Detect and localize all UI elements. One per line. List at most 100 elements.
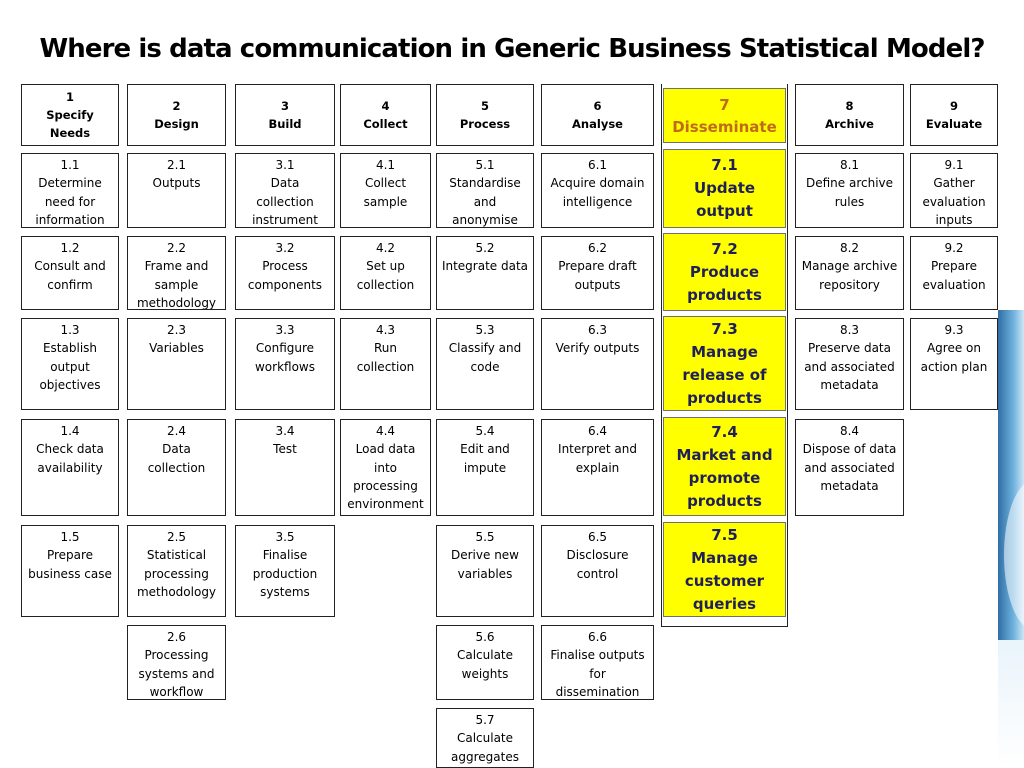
subprocess-6-1-label: 6.1 Acquire domain intelligence (550, 158, 645, 209)
subprocess-5-3: 5.3 Classify and code (436, 318, 534, 410)
subprocess-4-2-label: 4.2 Set up collection (356, 241, 415, 292)
subprocess-8-4-label: 8.4 Dispose of data and associated metad… (802, 424, 897, 493)
phase-8-header: 8 Archive (795, 84, 904, 146)
subprocess-2-2-label: 2.2 Frame and sample methodology (136, 241, 217, 310)
subprocess-5-4-label: 5.4 Edit and impute (460, 424, 510, 475)
subprocess-1-5-label: 1.5 Prepare business case (28, 530, 112, 581)
subprocess-5-5: 5.5 Derive new variables (436, 525, 534, 617)
phase-2-header-label: 2 Design (154, 99, 199, 131)
subprocess-7-4: 7.4 Market and promote products (663, 417, 786, 516)
phase-8-header-label: 8 Archive (825, 99, 874, 131)
subprocess-2-4: 2.4 Data collection (127, 419, 226, 516)
subprocess-8-3-label: 8.3 Preserve data and associated metadat… (804, 323, 895, 392)
subprocess-1-2-label: 1.2 Consult and confirm (34, 241, 106, 292)
subprocess-5-7-label: 5.7 Calculate aggregates (451, 713, 519, 764)
subprocess-4-4-label: 4.4 Load data into processing environmen… (347, 424, 424, 512)
subprocess-9-2: 9.2 Prepare evaluation (910, 236, 998, 310)
subprocess-7-4-label: 7.4 Market and promote products (676, 422, 773, 510)
subprocess-2-5-label: 2.5 Statistical processing methodology (136, 530, 217, 599)
subprocess-5-1-label: 5.1 Standardise and anonymise (449, 158, 521, 227)
subprocess-2-1-label: 2.1 Outputs (152, 158, 201, 191)
subprocess-6-2: 6.2 Prepare draft outputs (541, 236, 654, 310)
phase-9-header-label: 9 Evaluate (925, 99, 983, 131)
subprocess-1-4: 1.4 Check data availability (21, 419, 119, 516)
subprocess-4-4: 4.4 Load data into processing environmen… (340, 419, 431, 516)
subprocess-1-3-label: 1.3 Establish output objectives (39, 323, 101, 392)
subprocess-5-2: 5.2 Integrate data (436, 236, 534, 310)
subprocess-1-2: 1.2 Consult and confirm (21, 236, 119, 310)
subprocess-3-3: 3.3 Configure workflows (235, 318, 335, 410)
subprocess-6-5: 6.5 Disclosure control (541, 525, 654, 617)
subprocess-8-2-label: 8.2 Manage archive repository (801, 241, 898, 292)
subprocess-4-3-label: 4.3 Run collection (356, 323, 415, 374)
subprocess-9-3-label: 9.3 Agree on action plan (920, 323, 988, 374)
subprocess-6-3-label: 6.3 Verify outputs (555, 323, 640, 356)
subprocess-5-4: 5.4 Edit and impute (436, 419, 534, 516)
subprocess-9-2-label: 9.2 Prepare evaluation (922, 241, 986, 292)
subprocess-6-2-label: 6.2 Prepare draft outputs (558, 241, 637, 292)
subprocess-5-3-label: 5.3 Classify and code (448, 323, 522, 374)
subprocess-2-5: 2.5 Statistical processing methodology (127, 525, 226, 617)
subprocess-5-6-label: 5.6 Calculate weights (456, 630, 514, 681)
phase-3-header: 3 Build (235, 84, 335, 146)
subprocess-8-1: 8.1 Define archive rules (795, 153, 904, 228)
subprocess-2-1: 2.1 Outputs (127, 153, 226, 228)
subprocess-2-3-label: 2.3 Variables (149, 323, 204, 356)
light-glow (998, 640, 1024, 768)
subprocess-6-5-label: 6.5 Disclosure control (566, 530, 629, 581)
subprocess-1-5: 1.5 Prepare business case (21, 525, 119, 617)
subprocess-1-1-label: 1.1 Determine need for information (35, 158, 105, 227)
subprocess-9-1-label: 9.1 Gather evaluation inputs (922, 158, 986, 227)
subprocess-8-4: 8.4 Dispose of data and associated metad… (795, 419, 904, 516)
subprocess-1-1: 1.1 Determine need for information (21, 153, 119, 228)
subprocess-6-4-label: 6.4 Interpret and explain (558, 424, 637, 475)
globe-graphic (1004, 480, 1024, 630)
subprocess-3-4: 3.4 Test (235, 419, 335, 516)
phase-3-header-label: 3 Build (268, 99, 302, 131)
subprocess-6-1: 6.1 Acquire domain intelligence (541, 153, 654, 228)
subprocess-3-3-label: 3.3 Configure workflows (254, 323, 315, 374)
subprocess-2-6-label: 2.6 Processing systems and workflow (138, 630, 215, 699)
phase-1-header: 1 Specify Needs (21, 84, 119, 146)
subprocess-2-2: 2.2 Frame and sample methodology (127, 236, 226, 310)
phase-6-header-label: 6 Analyse (572, 99, 623, 131)
subprocess-3-1-label: 3.1 Data collection instrument (252, 158, 318, 227)
subprocess-2-4-label: 2.4 Data collection (147, 424, 206, 475)
subprocess-2-6: 2.6 Processing systems and workflow (127, 625, 226, 700)
subprocess-6-6: 6.6 Finalise outputs for dissemination (541, 625, 654, 700)
subprocess-5-6: 5.6 Calculate weights (436, 625, 534, 700)
phase-2-header: 2 Design (127, 84, 226, 146)
phase-1-header-label: 1 Specify Needs (46, 90, 94, 140)
subprocess-5-1: 5.1 Standardise and anonymise (436, 153, 534, 228)
subprocess-7-2-label: 7.2 Produce products (687, 239, 762, 304)
subprocess-4-1-label: 4.1 Collect sample (363, 158, 408, 209)
subprocess-7-1: 7.1 Update output (663, 149, 786, 228)
subprocess-8-1-label: 8.1 Define archive rules (805, 158, 894, 209)
phase-5-header: 5 Process (436, 84, 534, 146)
subprocess-4-2: 4.2 Set up collection (340, 236, 431, 310)
subprocess-4-1: 4.1 Collect sample (340, 153, 431, 228)
subprocess-7-2: 7.2 Produce products (663, 233, 786, 311)
subprocess-9-3: 9.3 Agree on action plan (910, 318, 998, 410)
subprocess-3-4-label: 3.4 Test (273, 424, 297, 457)
subprocess-5-5-label: 5.5 Derive new variables (451, 530, 519, 581)
subprocess-7-5-label: 7.5 Manage customer queries (684, 525, 765, 613)
page-title: Where is data communication in Generic B… (39, 34, 985, 64)
subprocess-6-3: 6.3 Verify outputs (541, 318, 654, 410)
subprocess-3-2: 3.2 Process components (235, 236, 335, 310)
phase-9-header: 9 Evaluate (910, 84, 998, 146)
subprocess-4-3: 4.3 Run collection (340, 318, 431, 410)
subprocess-1-3: 1.3 Establish output objectives (21, 318, 119, 410)
phase-6-header: 6 Analyse (541, 84, 654, 146)
subprocess-7-3: 7.3 Manage release of products (663, 316, 786, 411)
subprocess-8-2: 8.2 Manage archive repository (795, 236, 904, 310)
subprocess-3-5: 3.5 Finalise production systems (235, 525, 335, 617)
subprocess-7-5: 7.5 Manage customer queries (663, 522, 786, 617)
phase-5-header-label: 5 Process (459, 99, 511, 131)
globe-decoration (998, 310, 1024, 768)
phase-7-header-label: 7 Disseminate (672, 95, 777, 136)
subprocess-7-1-label: 7.1 Update output (693, 156, 756, 220)
subprocess-3-1: 3.1 Data collection instrument (235, 153, 335, 228)
subprocess-5-2-label: 5.2 Integrate data (441, 241, 529, 274)
phase-4-header: 4 Collect (340, 84, 431, 146)
